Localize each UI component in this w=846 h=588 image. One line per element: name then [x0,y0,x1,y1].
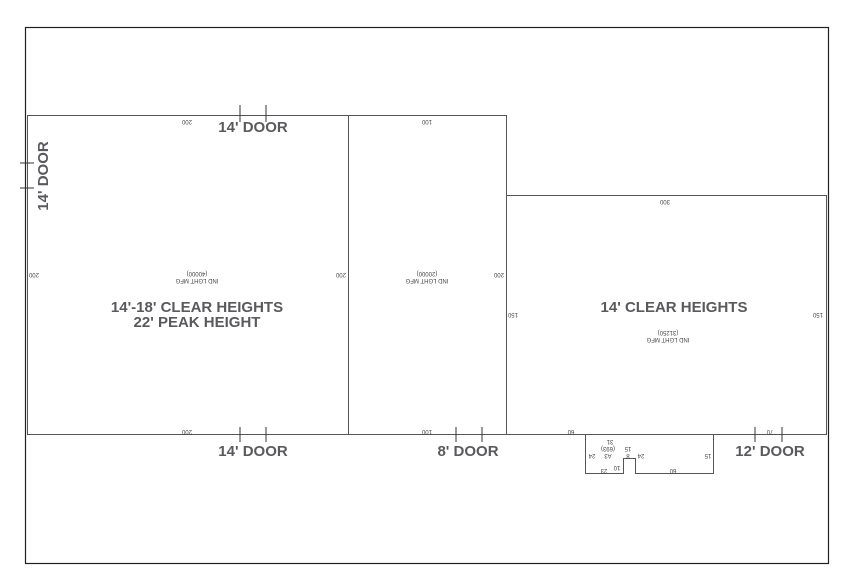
annex-outline [585,434,714,474]
dimension-label: 100 [421,428,432,434]
dimension-labels: IND LGHT MFG (40000) IND LGHT MFG (20000… [28,118,823,473]
dimension-label: 200 [28,271,39,277]
building-3-area: (31250) [658,329,679,335]
door-label-bottom-right: 12' DOOR [735,443,805,460]
building-1-area: (40000) [187,270,208,276]
dimension-label: 10 [613,464,620,470]
dimension-label: A3 [604,452,612,458]
building-2-use: IND LGHT MFG [405,277,448,283]
building-3-outline [506,195,827,435]
building-3-use: IND LGHT MFG [646,336,689,342]
dimension-label: 24 [637,452,644,458]
door-label-bottom-left: 14' DOOR [218,443,288,460]
building-2-area: (20000) [417,270,438,276]
dimension-label: 23 [600,467,607,473]
building-1-use: IND LGHT MFG [175,277,218,283]
dimension-label: 15 [704,452,711,458]
door-markers [20,105,783,442]
dimension-label: 200 [335,271,346,277]
page-border [24,26,830,565]
building-1-peak: 22' PEAK HEIGHT [134,314,261,331]
dimension-label: 150 [507,311,518,317]
dimension-label: 200 [181,118,192,124]
dimension-label: 100 [421,118,432,124]
dimension-label: 70 [766,428,773,434]
dimension-label: 200 [493,271,504,277]
dimension-label: 150 [812,311,823,317]
door-label-left: 14' DOOR [35,141,52,211]
dimension-label: (693) [601,445,615,451]
dimension-label: 8 [626,452,630,458]
dimension-label: 31 [606,438,613,444]
dimension-label: 15 [624,445,631,451]
dimension-label: 60 [567,428,574,434]
dimension-label: 60 [669,467,676,473]
dimension-label: 24 [588,452,595,458]
building-3-heights: 14' CLEAR HEIGHTS [601,299,748,316]
dimension-label: 200 [181,428,192,434]
dimension-label: 300 [659,198,670,204]
door-label-top: 14' DOOR [218,119,288,136]
door-label-bottom-mid: 8' DOOR [437,443,498,460]
building-1-heights: 14'-18' CLEAR HEIGHTS [111,299,283,316]
